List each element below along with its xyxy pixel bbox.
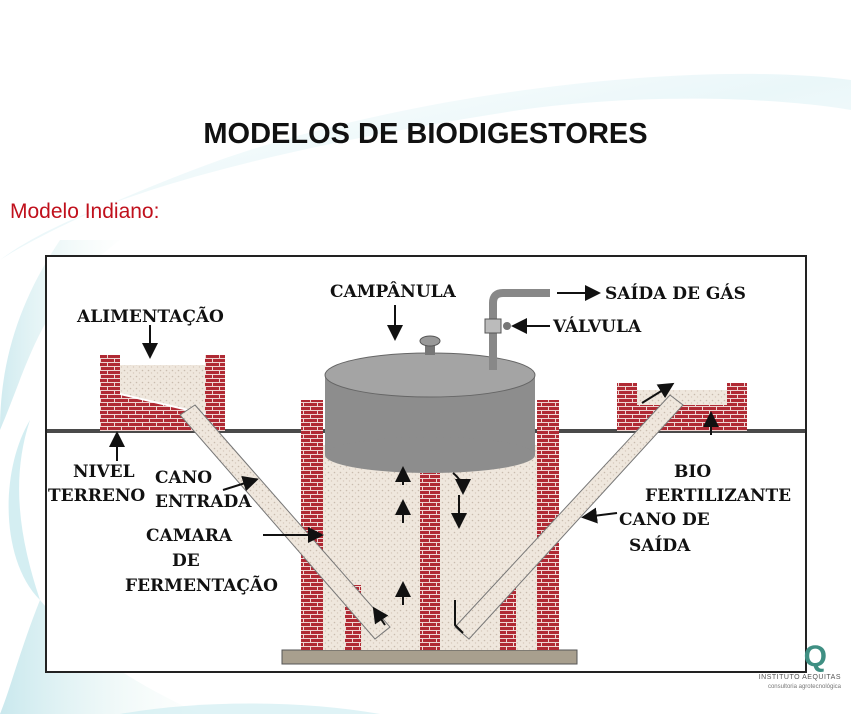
label-alimentacao: ALIMENTAÇÃO [76, 305, 224, 327]
biodigester-diagram: CAMPÂNULA SAÍDA DE GÁS VÁLVULA ALIMENTAÇ… [45, 255, 807, 673]
label-valvula: VÁLVULA [552, 316, 642, 337]
logo-mark: Q [804, 640, 827, 674]
left-wall [301, 400, 323, 650]
logo-name: INSTITUTO AEQUITAS [759, 674, 841, 681]
label-cano-entrada-2: ENTRADA [155, 492, 252, 512]
label-nivel: NIVEL [73, 462, 135, 482]
slide-title: MODELOS DE BIODIGESTORES [0, 118, 851, 151]
outlet-wall-left [617, 383, 637, 431]
label-terreno: TERRENO [48, 486, 145, 506]
label-de: DE [172, 551, 200, 571]
center-partition [420, 473, 440, 650]
foundation-slab [282, 650, 577, 664]
label-bio: BIO [674, 462, 711, 482]
label-cano-entrada-1: CANO [155, 468, 212, 488]
label-camara: CAMARA [146, 526, 233, 546]
outlet-wall-right [727, 383, 747, 431]
label-cano-de: CANO DE [619, 510, 710, 530]
label-campanula: CAMPÂNULA [330, 281, 457, 302]
gas-bell-bottom [325, 437, 535, 473]
label-saida: SAÍDA [629, 535, 691, 556]
inlet-wall-left [100, 355, 120, 431]
label-fermentacao: FERMENTAÇÃO [125, 574, 278, 596]
institute-logo: Q INSTITUTO AEQUITAS consultoria agrotec… [735, 640, 845, 700]
model-subtitle: Modelo Indiano: [10, 200, 159, 224]
label-saida-gas: SAÍDA DE GÁS [605, 283, 746, 304]
valve-handle-icon [503, 322, 511, 330]
logo-tagline: consultoria agrotecnológica [768, 684, 841, 690]
label-fertilizante: FERTILIZANTE [645, 486, 791, 506]
bell-knob [420, 336, 440, 346]
valve-icon [485, 319, 501, 333]
gas-bell-top [325, 353, 535, 397]
